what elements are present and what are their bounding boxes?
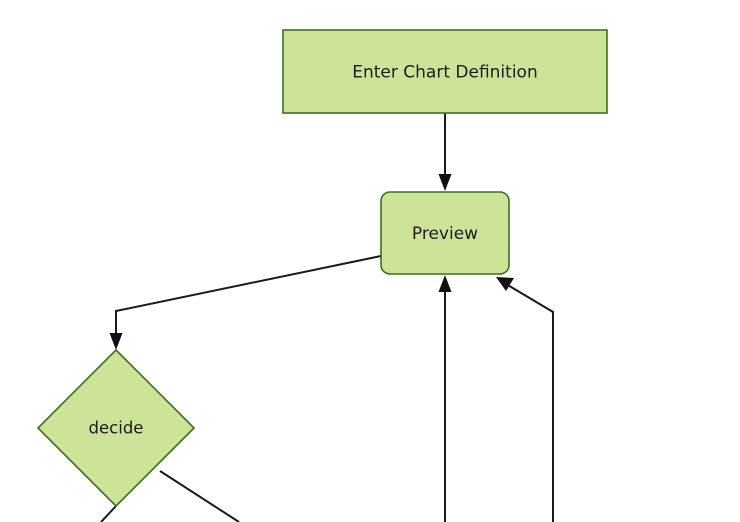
arrow-head-icon	[438, 174, 452, 191]
edge-line	[100, 505, 117, 522]
edge-line	[159, 470, 240, 522]
arrow-head-icon	[496, 277, 514, 291]
node-label-enter-chart-definition: Enter Chart Definition	[352, 63, 537, 83]
edge-line	[505, 283, 554, 522]
edge-decide-right-out	[159, 470, 240, 522]
node-label-preview: Preview	[412, 224, 478, 244]
node-shape-rounded-rectangle[interactable]	[380, 191, 510, 275]
edge-preview-to-decide	[109, 255, 382, 350]
edge-enter-to-preview	[438, 113, 452, 191]
arrow-head-icon	[438, 275, 452, 292]
node-shape-diamond[interactable]	[36, 348, 196, 508]
edge-bottom-right-to-preview	[496, 277, 554, 522]
arrow-head-icon	[109, 333, 123, 350]
node-enter-chart-definition[interactable]: Enter Chart Definition	[282, 29, 608, 114]
node-label-decide: decide	[89, 419, 144, 438]
node-shape-rectangle[interactable]	[282, 29, 608, 114]
node-decide[interactable]: decide	[36, 348, 196, 508]
edge-decide-bottom-out	[100, 505, 117, 522]
edge-line	[115, 255, 382, 339]
node-preview[interactable]: Preview	[380, 191, 510, 275]
edge-bottom-center-to-preview	[438, 275, 452, 522]
